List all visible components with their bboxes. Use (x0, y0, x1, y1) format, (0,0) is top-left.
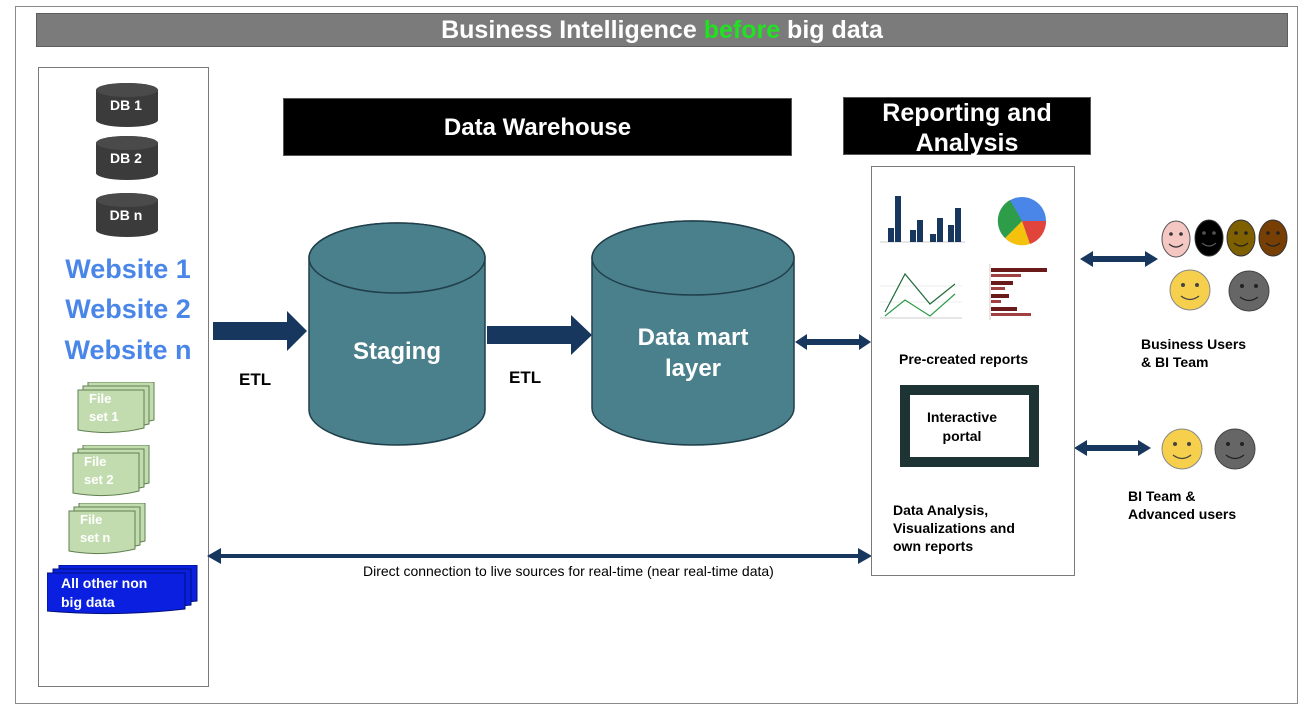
etl-label-1: ETL (239, 370, 272, 389)
etl-label-2: ETL (509, 368, 542, 387)
database-label: DB 2 (110, 150, 142, 166)
title-prefix: Business Intelligence (441, 16, 697, 44)
interactive-portal-screen (910, 395, 1029, 457)
user-face-icon (1258, 219, 1288, 257)
user-face-icon (1214, 428, 1256, 470)
diagram-frame (15, 6, 1298, 704)
title-suffix: big data (787, 16, 883, 44)
direct-connection-arrow (207, 548, 872, 564)
data-mart-cylinder (591, 220, 795, 446)
advanced-users-label: BI Team &Advanced users (1128, 488, 1237, 522)
direct-connection-label: Direct connection to live sources for re… (363, 563, 774, 579)
website-n: Website n (64, 335, 192, 365)
staging-label: Staging (353, 338, 441, 365)
user-face-icon (1226, 219, 1256, 257)
etl-arrow-1 (213, 311, 307, 351)
title-highlight: before (703, 16, 781, 44)
database-db2: DB 2 (95, 135, 165, 181)
business-users-arrow (1080, 251, 1158, 267)
data-warehouse-title: Data Warehouse (283, 98, 792, 156)
website-2: Website 2 (65, 294, 191, 324)
database-label: DB 1 (110, 97, 142, 113)
user-face-icon (1169, 269, 1211, 311)
precreated-reports-label: Pre-created reports (899, 351, 1029, 367)
website-1: Website 1 (65, 254, 191, 284)
page-title: Business Intelligence before big data (36, 13, 1288, 47)
business-users-label: Business Users& BI Team (1141, 336, 1247, 370)
database-dbn: DB n (95, 192, 165, 238)
sources-panel (38, 67, 209, 687)
staging-cylinder (308, 222, 486, 446)
advanced-users-arrow (1074, 440, 1151, 456)
user-face-icon (1161, 220, 1191, 258)
user-face-icon (1194, 219, 1224, 257)
database-db1: DB 1 (95, 82, 165, 128)
etl-arrow-2 (487, 315, 592, 355)
user-face-icon (1161, 428, 1203, 470)
database-label: DB n (109, 207, 143, 223)
datamart-report-arrow (795, 334, 871, 350)
user-face-icon (1228, 270, 1270, 312)
